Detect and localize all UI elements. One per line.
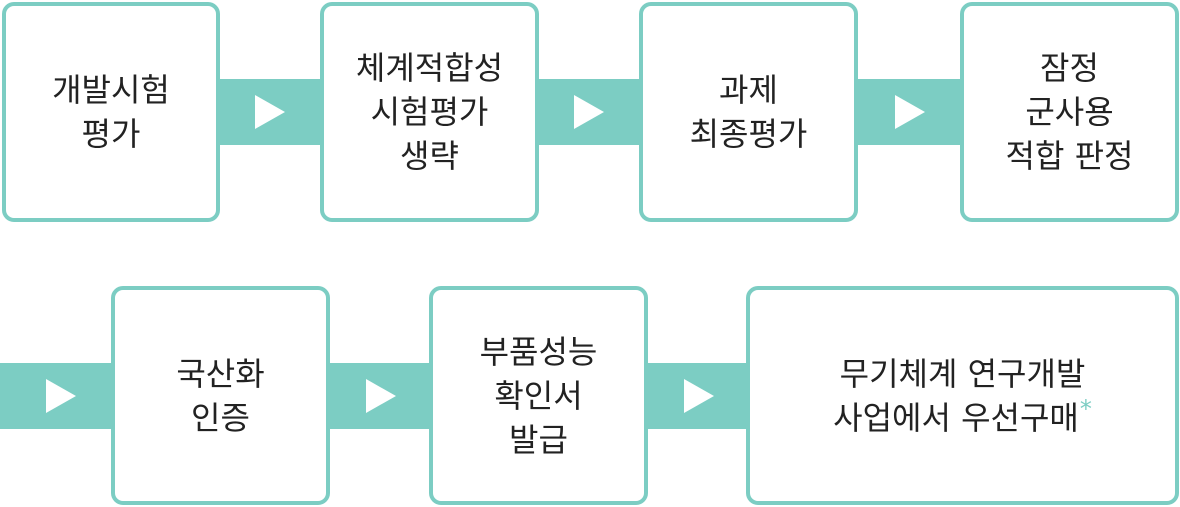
play-triangle-icon <box>46 379 76 413</box>
play-triangle-icon <box>895 95 925 129</box>
play-triangle-icon <box>366 379 396 413</box>
step-system-suitability-test: 체계적합성 시험평가 생략 <box>320 2 539 222</box>
step-label: 개발시험 평가 <box>52 71 170 153</box>
footnote-mark: * <box>1079 394 1092 423</box>
step-label: 체계적합성 시험평가 생략 <box>355 49 504 175</box>
step-localization-certification: 국산화 인증 <box>111 286 330 505</box>
step-label: 부품성능 확인서 발급 <box>479 332 598 459</box>
step-label: 무기체계 연구개발 사업에서 우선구매* <box>833 354 1092 437</box>
play-triangle-icon <box>684 379 714 413</box>
step-parts-performance-certificate: 부품성능 확인서 발급 <box>429 286 648 505</box>
play-triangle-icon <box>574 95 604 129</box>
step-development-test: 개발시험 평가 <box>2 2 220 222</box>
step-final-evaluation: 과제 최종평가 <box>639 2 858 222</box>
step-priority-purchase: 무기체계 연구개발 사업에서 우선구매* <box>746 286 1179 505</box>
play-triangle-icon <box>255 95 285 129</box>
step-military-suitability: 잠정 군사용 적합 판정 <box>960 2 1179 222</box>
step-label: 국산화 인증 <box>176 354 265 437</box>
step-label: 과제 최종평가 <box>689 71 808 153</box>
step-label: 잠정 군사용 적합 판정 <box>1005 49 1134 175</box>
